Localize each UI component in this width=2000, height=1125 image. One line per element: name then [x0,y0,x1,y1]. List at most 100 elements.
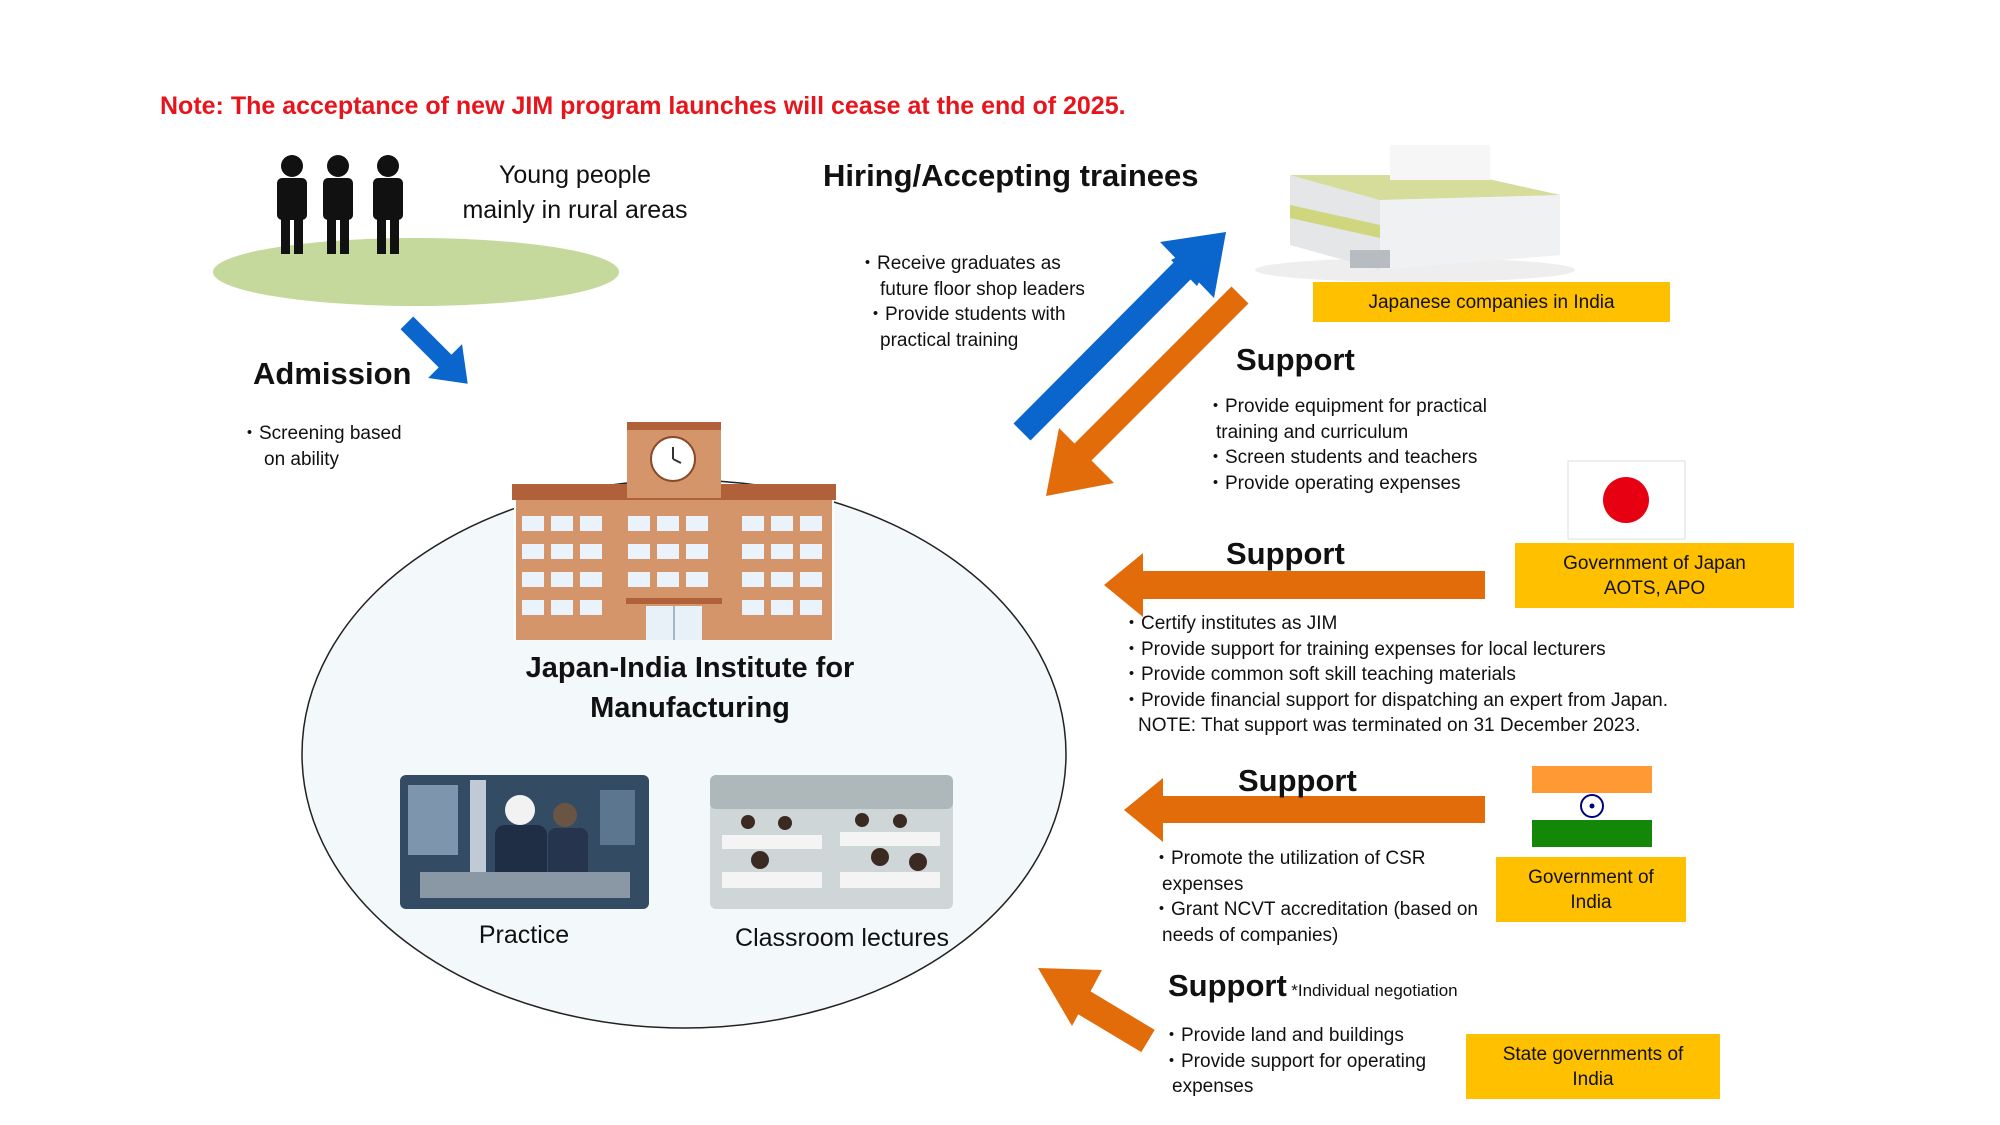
bullet-line: practical training [880,329,1019,351]
bullet-line: ・Provide land and buildings [1162,1025,1404,1046]
bullet-line: on ability [264,448,339,470]
institute-title-line: Japan-India Institute for [525,652,855,684]
school-window [522,516,544,531]
school-window [551,544,573,559]
gov-japan-support-arrow [1104,553,1485,617]
person-icon [277,155,307,254]
school-window [771,544,793,559]
state-gov-support-arrow [1038,968,1155,1053]
young-people-label: Young people mainly in rural areas [430,158,720,228]
bullet-line: needs of companies) [1162,924,1339,946]
school-window [742,544,764,559]
gov-india-support-title: Support [1238,763,1357,798]
gov-india-label-line: India [1570,891,1612,913]
gov-japan-label-line: Government of Japan [1563,552,1746,574]
school-window [686,516,708,531]
young-people-group [213,155,619,306]
school-window [580,572,602,587]
school-window [742,600,764,615]
bullet-line: ・Provide support for operating [1162,1050,1427,1072]
person-icon [323,155,353,254]
classroom-label: Classroom lectures [735,924,949,952]
gov-india-support-bullets: ・Promote the utilization of CSR expenses… [1152,846,1478,948]
school-window [800,544,822,559]
school-window [742,572,764,587]
hiring-title: Hiring/Accepting trainees [823,158,1199,193]
school-building-icon [512,422,836,640]
india-flag-icon [1532,766,1652,847]
school-window [800,516,822,531]
state-gov-support-title: Support [1168,968,1287,1003]
practice-photo [400,775,649,909]
bullet-line: ・Provide operating expenses [1206,472,1461,494]
gov-india-label: Government of India [1496,857,1686,922]
school-window [657,516,679,531]
state-gov-label-line: India [1572,1068,1614,1090]
bullet-line: ・Promote the utilization of CSR [1152,848,1426,869]
state-gov-label-line: State governments of [1502,1043,1684,1065]
classroom-photo [710,775,953,909]
bullet-line: ・Screening based [240,423,402,444]
school-window [580,516,602,531]
school-window [628,544,650,559]
school-window [628,516,650,531]
school-window [657,572,679,587]
school-window [628,572,650,587]
admission-bullets: ・Screening based on ability [240,421,402,472]
hiring-bullets: ・Receive graduates as future floor shop … [858,251,1085,353]
company-support-title: Support [1236,342,1355,377]
young-people-line: Young people [498,161,651,189]
company-support-bullets: ・Provide equipment for practical trainin… [1206,394,1487,496]
ground-ellipse [213,238,619,306]
school-window [551,600,573,615]
school-window [551,516,573,531]
bullet-line: ・Receive graduates as [858,253,1061,274]
gov-japan-label-line: AOTS, APO [1603,577,1706,599]
school-window [771,572,793,587]
school-window [551,572,573,587]
company-support-arrow [1046,286,1249,496]
japan-flag-icon [1567,460,1686,540]
school-window [771,516,793,531]
state-gov-support-heading: Support *Individual negotiation [1168,968,1458,1004]
bullet-line: ・Provide equipment for practical [1206,396,1487,417]
school-window [580,544,602,559]
institute-title-line: Manufacturing [590,692,790,724]
bullet-line: training and curriculum [1216,421,1409,443]
bullet-line: ・Provide common soft skill teaching mate… [1122,664,1516,685]
bullet-line: future floor shop leaders [880,278,1085,300]
gov-japan-label: Government of Japan AOTS, APO [1515,543,1794,608]
gov-japan-support-bullets: ・Certify institutes as JIM ・Provide supp… [1122,611,1668,739]
school-window [580,600,602,615]
bullet-line: ・Provide financial support for dispatchi… [1122,689,1669,711]
program-end-note: Note: The acceptance of new JIM program … [160,92,1126,120]
bullet-line: expenses [1162,873,1244,895]
gov-japan-support-title: Support [1226,536,1345,571]
school-window [742,516,764,531]
admission-title: Admission [253,356,412,391]
state-gov-label: State governments of India [1466,1034,1720,1099]
school-window [522,600,544,615]
person-icon [373,155,403,254]
young-people-line: mainly in rural areas [462,196,688,224]
bullet-line: ・Screen students and teachers [1206,447,1478,468]
bullet-line: expenses [1172,1076,1254,1097]
gov-india-support-arrow [1124,778,1485,842]
school-window [657,544,679,559]
school-window [800,600,822,615]
school-window [771,600,793,615]
school-window [522,572,544,587]
bullet-line: ・Grant NCVT accreditation (based on [1152,899,1478,920]
practice-label: Practice [478,921,570,949]
admission-arrow [400,316,468,384]
gov-india-label-line: Government of [1528,866,1654,888]
school-window [686,544,708,559]
school-window [686,572,708,587]
bullet-line: ・Provide students with [866,304,1066,325]
bullet-line: NOTE: That support was terminated on 31 … [1138,715,1641,736]
hiring-arrow [1013,232,1226,441]
school-window [522,544,544,559]
bullet-line: ・Provide support for training expenses f… [1122,638,1606,660]
state-gov-support-bullets: ・Provide land and buildings ・Provide sup… [1162,1023,1426,1100]
